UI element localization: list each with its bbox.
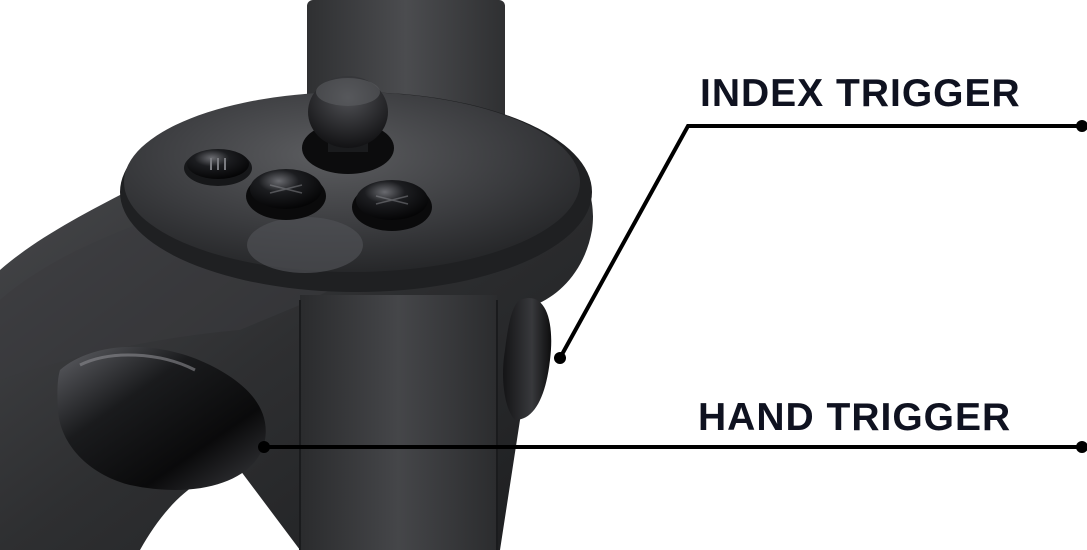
thumbstick bbox=[302, 76, 394, 174]
strap-lower bbox=[300, 295, 497, 550]
face-button-a bbox=[246, 169, 326, 220]
face-button-b bbox=[352, 180, 432, 231]
leader-line-index-trigger bbox=[554, 120, 1087, 364]
label-hand-trigger: HAND TRIGGER bbox=[698, 398, 1011, 437]
menu-button bbox=[184, 149, 252, 186]
label-index-trigger: INDEX TRIGGER bbox=[700, 74, 1021, 113]
